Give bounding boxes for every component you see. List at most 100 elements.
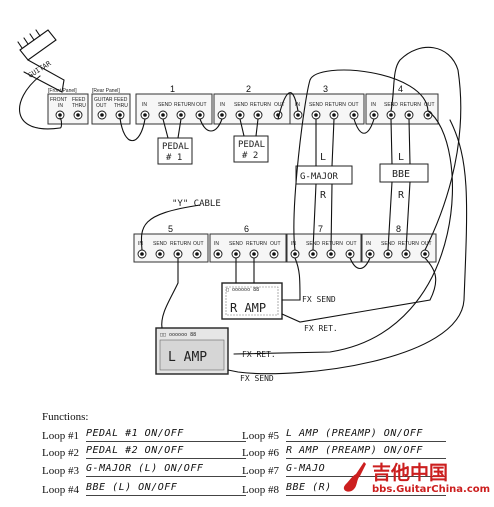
loop-4-in-label: IN bbox=[371, 102, 376, 108]
loop-3-in-label: IN bbox=[295, 102, 300, 108]
r-amp-fx-return-label: FX RET. bbox=[304, 324, 338, 333]
rear-panel-jack-1: GUITAR bbox=[94, 97, 113, 103]
loop-1-box: 1 IN SEND RETURN OUT bbox=[135, 84, 213, 125]
loop-4-send-label: SEND bbox=[384, 102, 398, 108]
pedal-2-number: # 2 bbox=[242, 151, 258, 161]
loop-3-return-label: RETURN bbox=[325, 102, 346, 108]
loop-8-number: 8 bbox=[396, 224, 401, 234]
function-loop-value: PEDAL #1 ON/OFF bbox=[86, 428, 246, 442]
pedal-1-label: PEDAL bbox=[162, 142, 189, 152]
function-row-loop-3: Loop #3 G-MAJOR (L) ON/OFF bbox=[42, 463, 252, 481]
loop-6-return-label: RETURN bbox=[246, 241, 267, 247]
function-loop-value: G-MAJO bbox=[286, 463, 446, 477]
functions-title: Functions: bbox=[42, 411, 89, 423]
l-amp-knob-row: □□ oooooo 88 bbox=[160, 332, 196, 338]
function-row-loop-6: Loop #6 R AMP (PREAMP) ON/OFF bbox=[242, 445, 452, 463]
loop-1-out-label: OUT bbox=[196, 102, 207, 108]
g-major-left-letter: L bbox=[320, 152, 326, 163]
pedal-1-number: # 1 bbox=[166, 153, 182, 163]
loop-8-in-label: IN bbox=[366, 241, 371, 247]
loop-1-return-label: RETURN bbox=[174, 102, 195, 108]
function-row-loop-1: Loop #1 PEDAL #1 ON/OFF bbox=[42, 428, 252, 446]
rear-panel-title: [Rear Panel] bbox=[92, 88, 120, 94]
loop-7-box: 7 IN SEND RETURN OUT bbox=[286, 224, 362, 263]
guitar-logo-icon bbox=[343, 462, 366, 492]
loop-1-send-label: SEND bbox=[158, 102, 172, 108]
loop-3-number: 3 bbox=[323, 84, 328, 94]
loop-2-out-label: OUT bbox=[274, 102, 285, 108]
bbe-box: BBE bbox=[379, 163, 429, 183]
function-row-loop-8: Loop #8 BBE (R) bbox=[242, 482, 452, 500]
loop-7-return-label: RETURN bbox=[322, 241, 343, 247]
g-major-right-letter: R bbox=[320, 190, 327, 201]
pedal-2-box: PEDAL # 2 bbox=[233, 135, 269, 163]
loop-8-box: 8 IN SEND RETURN OUT bbox=[361, 224, 437, 263]
function-loop-value: BBE (L) ON/OFF bbox=[86, 482, 246, 496]
loop-2-box: 2 IN SEND RETURN OUT bbox=[213, 84, 291, 125]
l-amp: □□ oooooo 88 L AMP bbox=[155, 327, 229, 375]
front-panel-title: [Front Panel] bbox=[48, 88, 77, 94]
function-loop-label: Loop #7 bbox=[242, 465, 279, 477]
loop-3-out-label: OUT bbox=[348, 102, 359, 108]
l-amp-label: L AMP bbox=[168, 350, 207, 365]
loop-7-in-label: IN bbox=[291, 241, 296, 247]
l-amp-fx-return-label: FX RET. bbox=[242, 350, 276, 359]
function-loop-label: Loop #2 bbox=[42, 447, 79, 459]
function-loop-label: Loop #6 bbox=[242, 447, 279, 459]
r-amp: □ oooooo 88 R AMP bbox=[221, 282, 283, 320]
loop-5-out-label: OUT bbox=[193, 241, 204, 247]
front-panel-jack-1: FRONT bbox=[50, 97, 67, 103]
g-major-label: G-MAJOR bbox=[300, 172, 339, 182]
loop-5-return-label: RETURN bbox=[170, 241, 191, 247]
function-loop-value: G-MAJOR (L) ON/OFF bbox=[86, 463, 246, 477]
loop-4-return-label: RETURN bbox=[400, 102, 421, 108]
loop-2-in-label: IN bbox=[220, 102, 225, 108]
bbe-left-letter: L bbox=[398, 152, 404, 163]
functions-table: Functions: Loop #1 PEDAL #1 ON/OFF Loop … bbox=[40, 411, 490, 507]
loop-6-out-label: OUT bbox=[270, 241, 281, 247]
loop-3-send-label: SEND bbox=[309, 102, 323, 108]
function-loop-value: L AMP (PREAMP) ON/OFF bbox=[286, 428, 446, 442]
bbe-right-letter: R bbox=[398, 190, 405, 201]
l-amp-fx-send-label: FX SEND bbox=[240, 374, 274, 383]
function-row-loop-4: Loop #4 BBE (L) ON/OFF bbox=[42, 482, 252, 500]
function-row-loop-7: Loop #7 G-MAJO bbox=[242, 463, 452, 481]
r-amp-knob-row: □ oooooo 88 bbox=[226, 287, 259, 293]
rear-panel-jack-4: THRU bbox=[114, 103, 128, 109]
function-loop-label: Loop #3 bbox=[42, 465, 79, 477]
rear-panel-jack-3: FEED bbox=[114, 97, 128, 103]
loop-2-send-label: SEND bbox=[234, 102, 248, 108]
patch-cables bbox=[59, 46, 468, 375]
loop-8-out-label: OUT bbox=[421, 241, 432, 247]
loop-4-number: 4 bbox=[398, 84, 403, 94]
bbe-label: BBE bbox=[392, 169, 410, 180]
function-loop-label: Loop #4 bbox=[42, 484, 79, 496]
loop-7-number: 7 bbox=[318, 224, 323, 234]
pedal-1-box: PEDAL # 1 bbox=[157, 137, 193, 165]
loop-5-send-label: SEND bbox=[153, 241, 167, 247]
function-loop-value: R AMP (PREAMP) ON/OFF bbox=[286, 445, 446, 459]
loop-6-in-label: IN bbox=[214, 241, 219, 247]
function-row-loop-2: Loop #2 PEDAL #2 ON/OFF bbox=[42, 445, 252, 463]
front-panel-jack-4: THRU bbox=[72, 103, 86, 109]
loop-7-out-label: OUT bbox=[346, 241, 357, 247]
loop-4-box: 4 IN SEND RETURN OUT bbox=[365, 84, 439, 125]
function-loop-label: Loop #8 bbox=[242, 484, 279, 496]
function-loop-value: PEDAL #2 ON/OFF bbox=[86, 445, 246, 459]
y-cable-label: "Y" CABLE bbox=[172, 199, 221, 209]
rear-panel: [Rear Panel] GUITAR OUT FEED THRU bbox=[91, 88, 131, 125]
g-major-box: G-MAJOR bbox=[295, 165, 353, 185]
loop-5-number: 5 bbox=[168, 224, 173, 234]
pedal-2-label: PEDAL bbox=[238, 140, 265, 150]
r-amp-label: R AMP bbox=[230, 301, 266, 315]
loop-1-number: 1 bbox=[170, 84, 175, 94]
loop-8-return-label: RETURN bbox=[398, 241, 419, 247]
loop-2-return-label: RETURN bbox=[250, 102, 271, 108]
rear-panel-jack-2: OUT bbox=[96, 103, 107, 109]
loop-5-in-label: IN bbox=[138, 241, 143, 247]
loop-1-in-label: IN bbox=[142, 102, 147, 108]
watermark-url: bbs.GuitarChina.com bbox=[372, 484, 491, 495]
function-loop-label: Loop #5 bbox=[242, 430, 279, 442]
r-amp-fx-send-label: FX SEND bbox=[302, 295, 336, 304]
